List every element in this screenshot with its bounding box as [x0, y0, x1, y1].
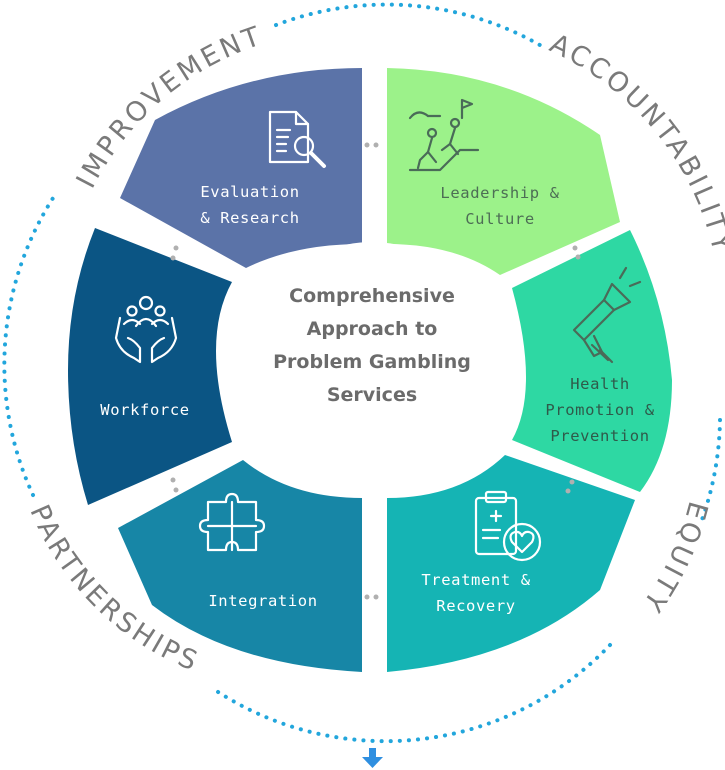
segment-label-health-3: Prevention: [550, 427, 649, 445]
hands-people-icon: [114, 295, 178, 364]
puzzle-icon: [198, 492, 266, 552]
segment-label-treatment-1: Treatment &: [421, 571, 530, 589]
segment-label-treatment-2: Recovery: [436, 597, 515, 615]
dotted-ring: [2, 2, 722, 744]
center-line-3: Problem Gambling: [273, 351, 471, 373]
segment-label-leadership-1: Leadership &: [440, 184, 559, 202]
ring-label-equity: EQUITY: [635, 498, 713, 619]
connector-dots: [170, 142, 581, 600]
center-circle: [244, 242, 500, 498]
segment-label-health-2: Promotion &: [545, 401, 654, 419]
megaphone-icon: [572, 266, 642, 364]
segment-label-leadership-2: Culture: [465, 210, 535, 228]
segment-integration[interactable]: [118, 460, 362, 672]
center-line-2: Approach to: [307, 318, 438, 340]
segments-group: [68, 68, 672, 672]
segment-label-health-1: Health: [570, 375, 630, 393]
segment-label-workforce: Workforce: [100, 401, 189, 419]
document-magnifier-icon: [268, 110, 326, 168]
segment-treatment[interactable]: [387, 455, 635, 672]
segment-label-integration: Integration: [208, 592, 317, 610]
center-title: Comprehensive Approach to Problem Gambli…: [273, 285, 471, 406]
center-line-1: Comprehensive: [289, 285, 455, 307]
segment-leadership[interactable]: [387, 68, 620, 275]
down-arrow-icon[interactable]: [362, 748, 383, 768]
center-line-4: Services: [327, 384, 417, 406]
segment-label-evaluation-1: Evaluation: [200, 183, 299, 201]
segment-label-evaluation-2: & Research: [200, 209, 299, 227]
segment-health[interactable]: [512, 230, 672, 492]
clipboard-heart-icon: [474, 490, 542, 562]
segment-workforce[interactable]: [68, 228, 232, 505]
climbing-team-icon: [408, 98, 480, 172]
